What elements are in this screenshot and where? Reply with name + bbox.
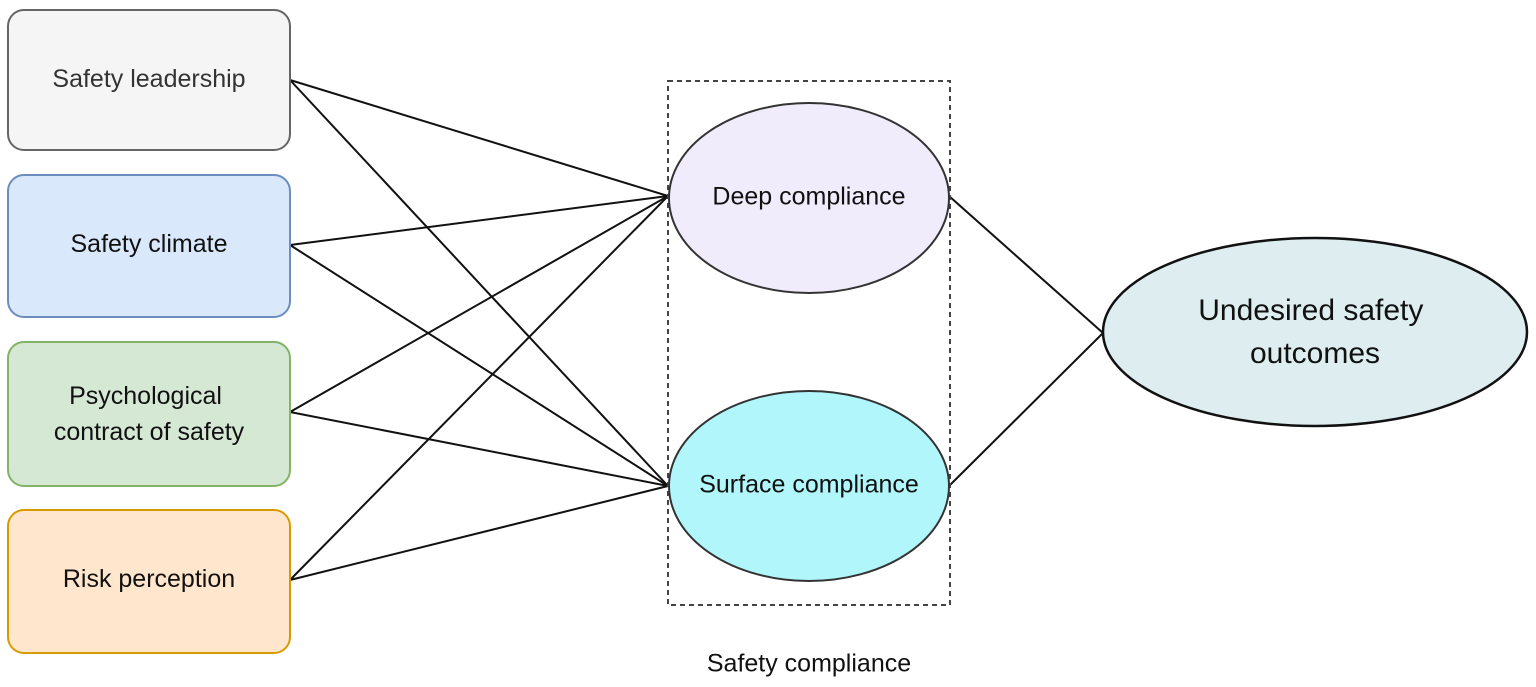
- link-safety-climate-to-deep: [289, 195, 669, 246]
- link-safety-leadership-to-deep: [289, 79, 669, 197]
- predictor-label-safety-leadership: Safety leadership: [52, 65, 245, 93]
- predictor-box-psychological-contract: Psychological contract of safety: [7, 341, 291, 487]
- safety-compliance-group-box: [667, 80, 951, 606]
- outcome-label: Undesired safety outcomes: [1198, 294, 1431, 370]
- mediator-deep-compliance: Deep compliance: [668, 102, 950, 294]
- link-safety-climate-to-surface: [289, 244, 669, 487]
- link-safety-leadership-to-surface: [289, 79, 669, 487]
- predictor-box-safety-climate: Safety climate: [7, 174, 291, 318]
- predictor-label-psychological-contract: Psychological contract of safety: [54, 382, 245, 446]
- link-psychological-contract-to-deep: [289, 195, 669, 413]
- mediator-surface-compliance: Surface compliance: [668, 390, 950, 582]
- link-surface-to-outcome: [948, 332, 1104, 487]
- predictor-box-safety-leadership: Safety leadership: [7, 9, 291, 151]
- outcome-undesired-safety-outcomes: Undesired safety outcomes: [1101, 236, 1529, 428]
- link-deep-to-outcome: [948, 195, 1104, 334]
- safety-compliance-caption: Safety compliance: [707, 650, 911, 678]
- link-psychological-contract-to-surface: [289, 411, 669, 487]
- link-risk-perception-to-surface: [289, 485, 669, 581]
- mediator-label-surface-compliance: Surface compliance: [699, 471, 919, 499]
- predictor-label-risk-perception: Risk perception: [63, 565, 235, 593]
- mediator-label-deep-compliance: Deep compliance: [712, 183, 905, 211]
- link-risk-perception-to-deep: [289, 195, 669, 581]
- predictor-label-safety-climate: Safety climate: [70, 230, 227, 258]
- predictor-box-risk-perception: Risk perception: [7, 509, 291, 654]
- connector-lines: [289, 79, 1104, 581]
